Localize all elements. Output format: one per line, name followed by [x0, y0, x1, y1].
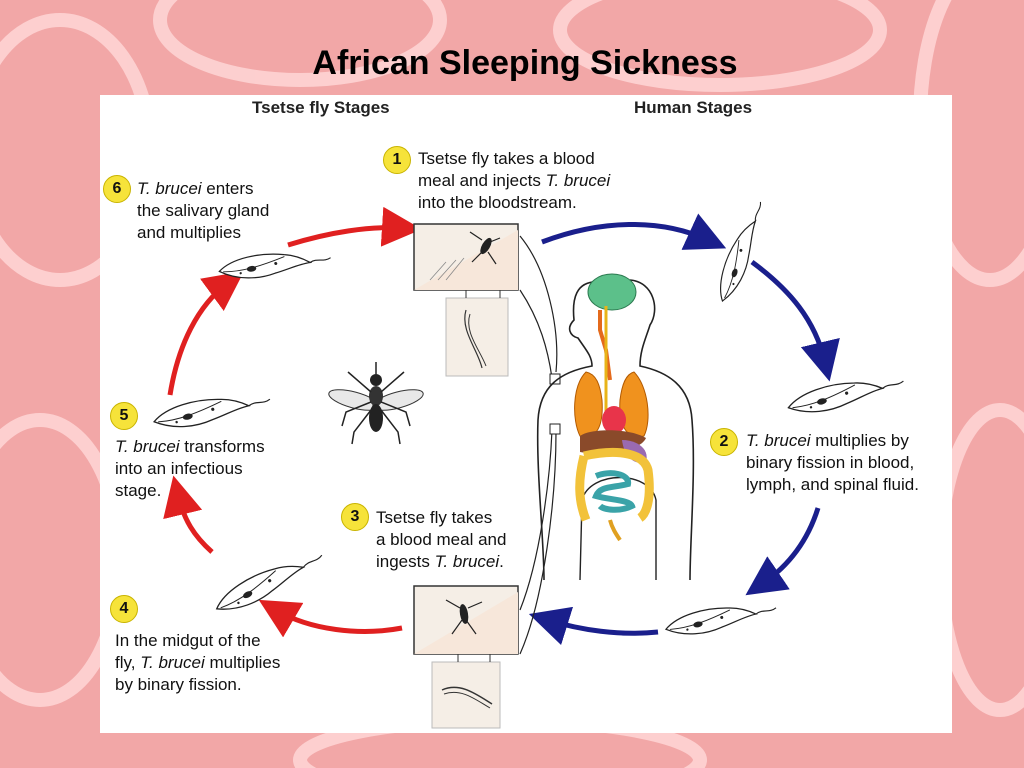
arrow-human-down — [750, 259, 840, 382]
human-body-icon — [536, 273, 695, 581]
arrow-2-down — [745, 507, 821, 596]
step-4-badge: 4 — [110, 595, 138, 623]
arrow-to-3 — [528, 606, 659, 646]
step-2-caption: T. brucei multiplies by binary fission i… — [746, 431, 919, 494]
trypanosome-icon — [785, 367, 907, 420]
trypanosome-icon — [712, 197, 770, 306]
step-2-badge: 2 — [710, 428, 738, 456]
trypanosome-icon — [217, 244, 333, 284]
step-1-caption: Tsetse fly takes a blood meal and inject… — [418, 149, 611, 212]
step-1-badge: 1 — [383, 146, 411, 174]
step-1-illustration — [413, 223, 519, 377]
tsetse-fly-icon — [328, 362, 424, 445]
arrow-5-to-6 — [167, 271, 245, 396]
slide-title: African Sleeping Sickness — [312, 44, 738, 82]
trypanosome-icon — [210, 542, 328, 620]
arrow-1-to-human — [541, 213, 727, 250]
step-4-caption: In the midgut of the fly, T. brucei mult… — [115, 631, 281, 694]
arrow-6-to-1 — [287, 206, 422, 248]
step-5-caption: T. brucei transforms into an infectious … — [115, 437, 265, 500]
step-3-badge: 3 — [341, 503, 369, 531]
fly-stages-header: Tsetse fly Stages — [252, 98, 390, 117]
step-3-caption: Tsetse fly takes a blood meal and ingest… — [376, 508, 507, 571]
step-5-badge: 5 — [110, 402, 138, 430]
arrow-3-to-4 — [258, 599, 403, 638]
diagram-panel — [100, 95, 952, 733]
human-stages-header: Human Stages — [634, 98, 753, 117]
step-6-badge: 6 — [103, 175, 131, 203]
trypanosome-icon — [663, 594, 779, 641]
step-3-illustration — [413, 585, 519, 729]
arrow-4-to-5 — [163, 475, 214, 554]
step-6-caption: T. brucei enters the salivary gland and … — [137, 179, 270, 242]
